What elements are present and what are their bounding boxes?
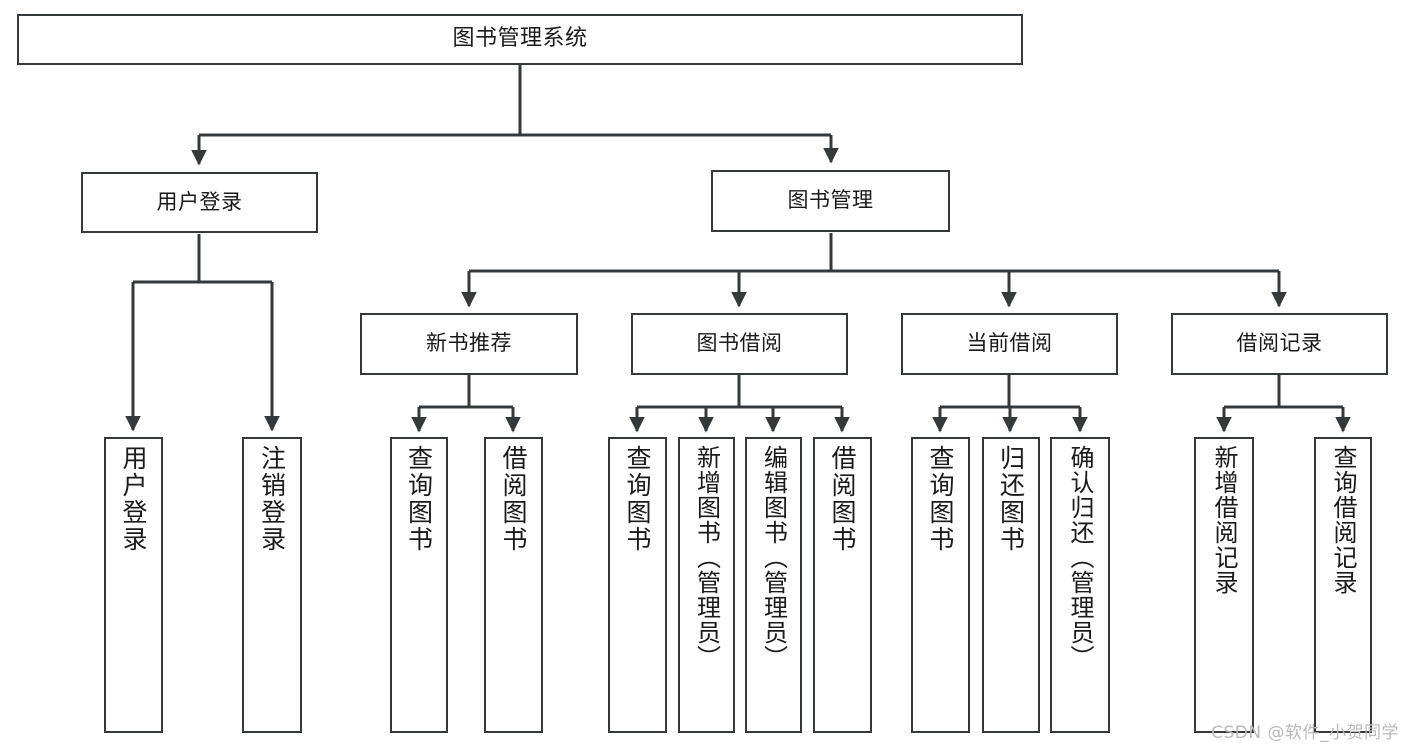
node-borrow-record[interactable]: 借阅记录: [1171, 313, 1388, 375]
leaf-new-book-1-label: 借阅图书: [499, 445, 528, 553]
leaf-borrow-record-1[interactable]: 查询借阅记录: [1314, 437, 1372, 733]
node-book-borrow[interactable]: 图书借阅: [631, 313, 848, 375]
leaf-current-borrow-2[interactable]: 确认归还（管理员）: [1050, 437, 1110, 733]
node-root-label: 图书管理系统: [452, 26, 588, 52]
watermark: CSDN @软件_小贺同学: [1211, 723, 1399, 743]
node-user-login-label: 用户登录: [156, 189, 243, 214]
leaf-borrow-record-0-label: 新增借阅记录: [1210, 445, 1238, 595]
leaf-user-login-0[interactable]: 用户登录: [104, 437, 163, 733]
node-book-manage[interactable]: 图书管理: [711, 170, 950, 232]
leaf-current-borrow-2-label: 确认归还（管理员）: [1066, 445, 1094, 670]
node-root[interactable]: 图书管理系统: [17, 14, 1023, 65]
leaf-book-borrow-0[interactable]: 查询图书: [608, 437, 667, 733]
leaf-book-borrow-2[interactable]: 编辑图书（管理员）: [745, 437, 802, 733]
node-current-borrow-label: 当前借阅: [966, 331, 1053, 356]
node-borrow-record-label: 借阅记录: [1236, 331, 1323, 356]
leaf-user-login-1[interactable]: 注销登录: [242, 437, 302, 733]
leaf-new-book-0-label: 查询图书: [404, 445, 434, 553]
leaf-current-borrow-0-label: 查询图书: [926, 445, 955, 553]
leaf-borrow-record-1-label: 查询借阅记录: [1329, 445, 1357, 595]
leaf-book-borrow-1-label: 新增图书（管理员）: [692, 445, 721, 670]
leaf-current-borrow-0[interactable]: 查询图书: [911, 437, 970, 733]
leaf-current-borrow-1[interactable]: 归还图书: [982, 437, 1040, 733]
leaf-book-borrow-3[interactable]: 借阅图书: [813, 437, 872, 733]
leaf-current-borrow-1-label: 归还图书: [996, 445, 1026, 553]
node-current-borrow[interactable]: 当前借阅: [901, 313, 1118, 375]
leaf-new-book-1[interactable]: 借阅图书: [484, 437, 543, 733]
leaf-user-login-0-label: 用户登录: [119, 445, 148, 553]
leaf-book-borrow-1[interactable]: 新增图书（管理员）: [678, 437, 735, 733]
node-book-manage-label: 图书管理: [787, 188, 874, 213]
node-new-book-recommend-label: 新书推荐: [426, 331, 512, 356]
leaf-new-book-0[interactable]: 查询图书: [390, 437, 448, 733]
leaf-book-borrow-0-label: 查询图书: [623, 445, 652, 553]
leaf-book-borrow-2-label: 编辑图书（管理员）: [759, 445, 788, 670]
leaf-book-borrow-3-label: 借阅图书: [828, 445, 857, 553]
node-new-book-recommend[interactable]: 新书推荐: [360, 313, 578, 375]
node-user-login[interactable]: 用户登录: [81, 172, 318, 233]
leaf-user-login-1-label: 注销登录: [257, 445, 287, 553]
node-book-borrow-label: 图书借阅: [696, 331, 783, 356]
leaf-borrow-record-0[interactable]: 新增借阅记录: [1194, 437, 1254, 733]
